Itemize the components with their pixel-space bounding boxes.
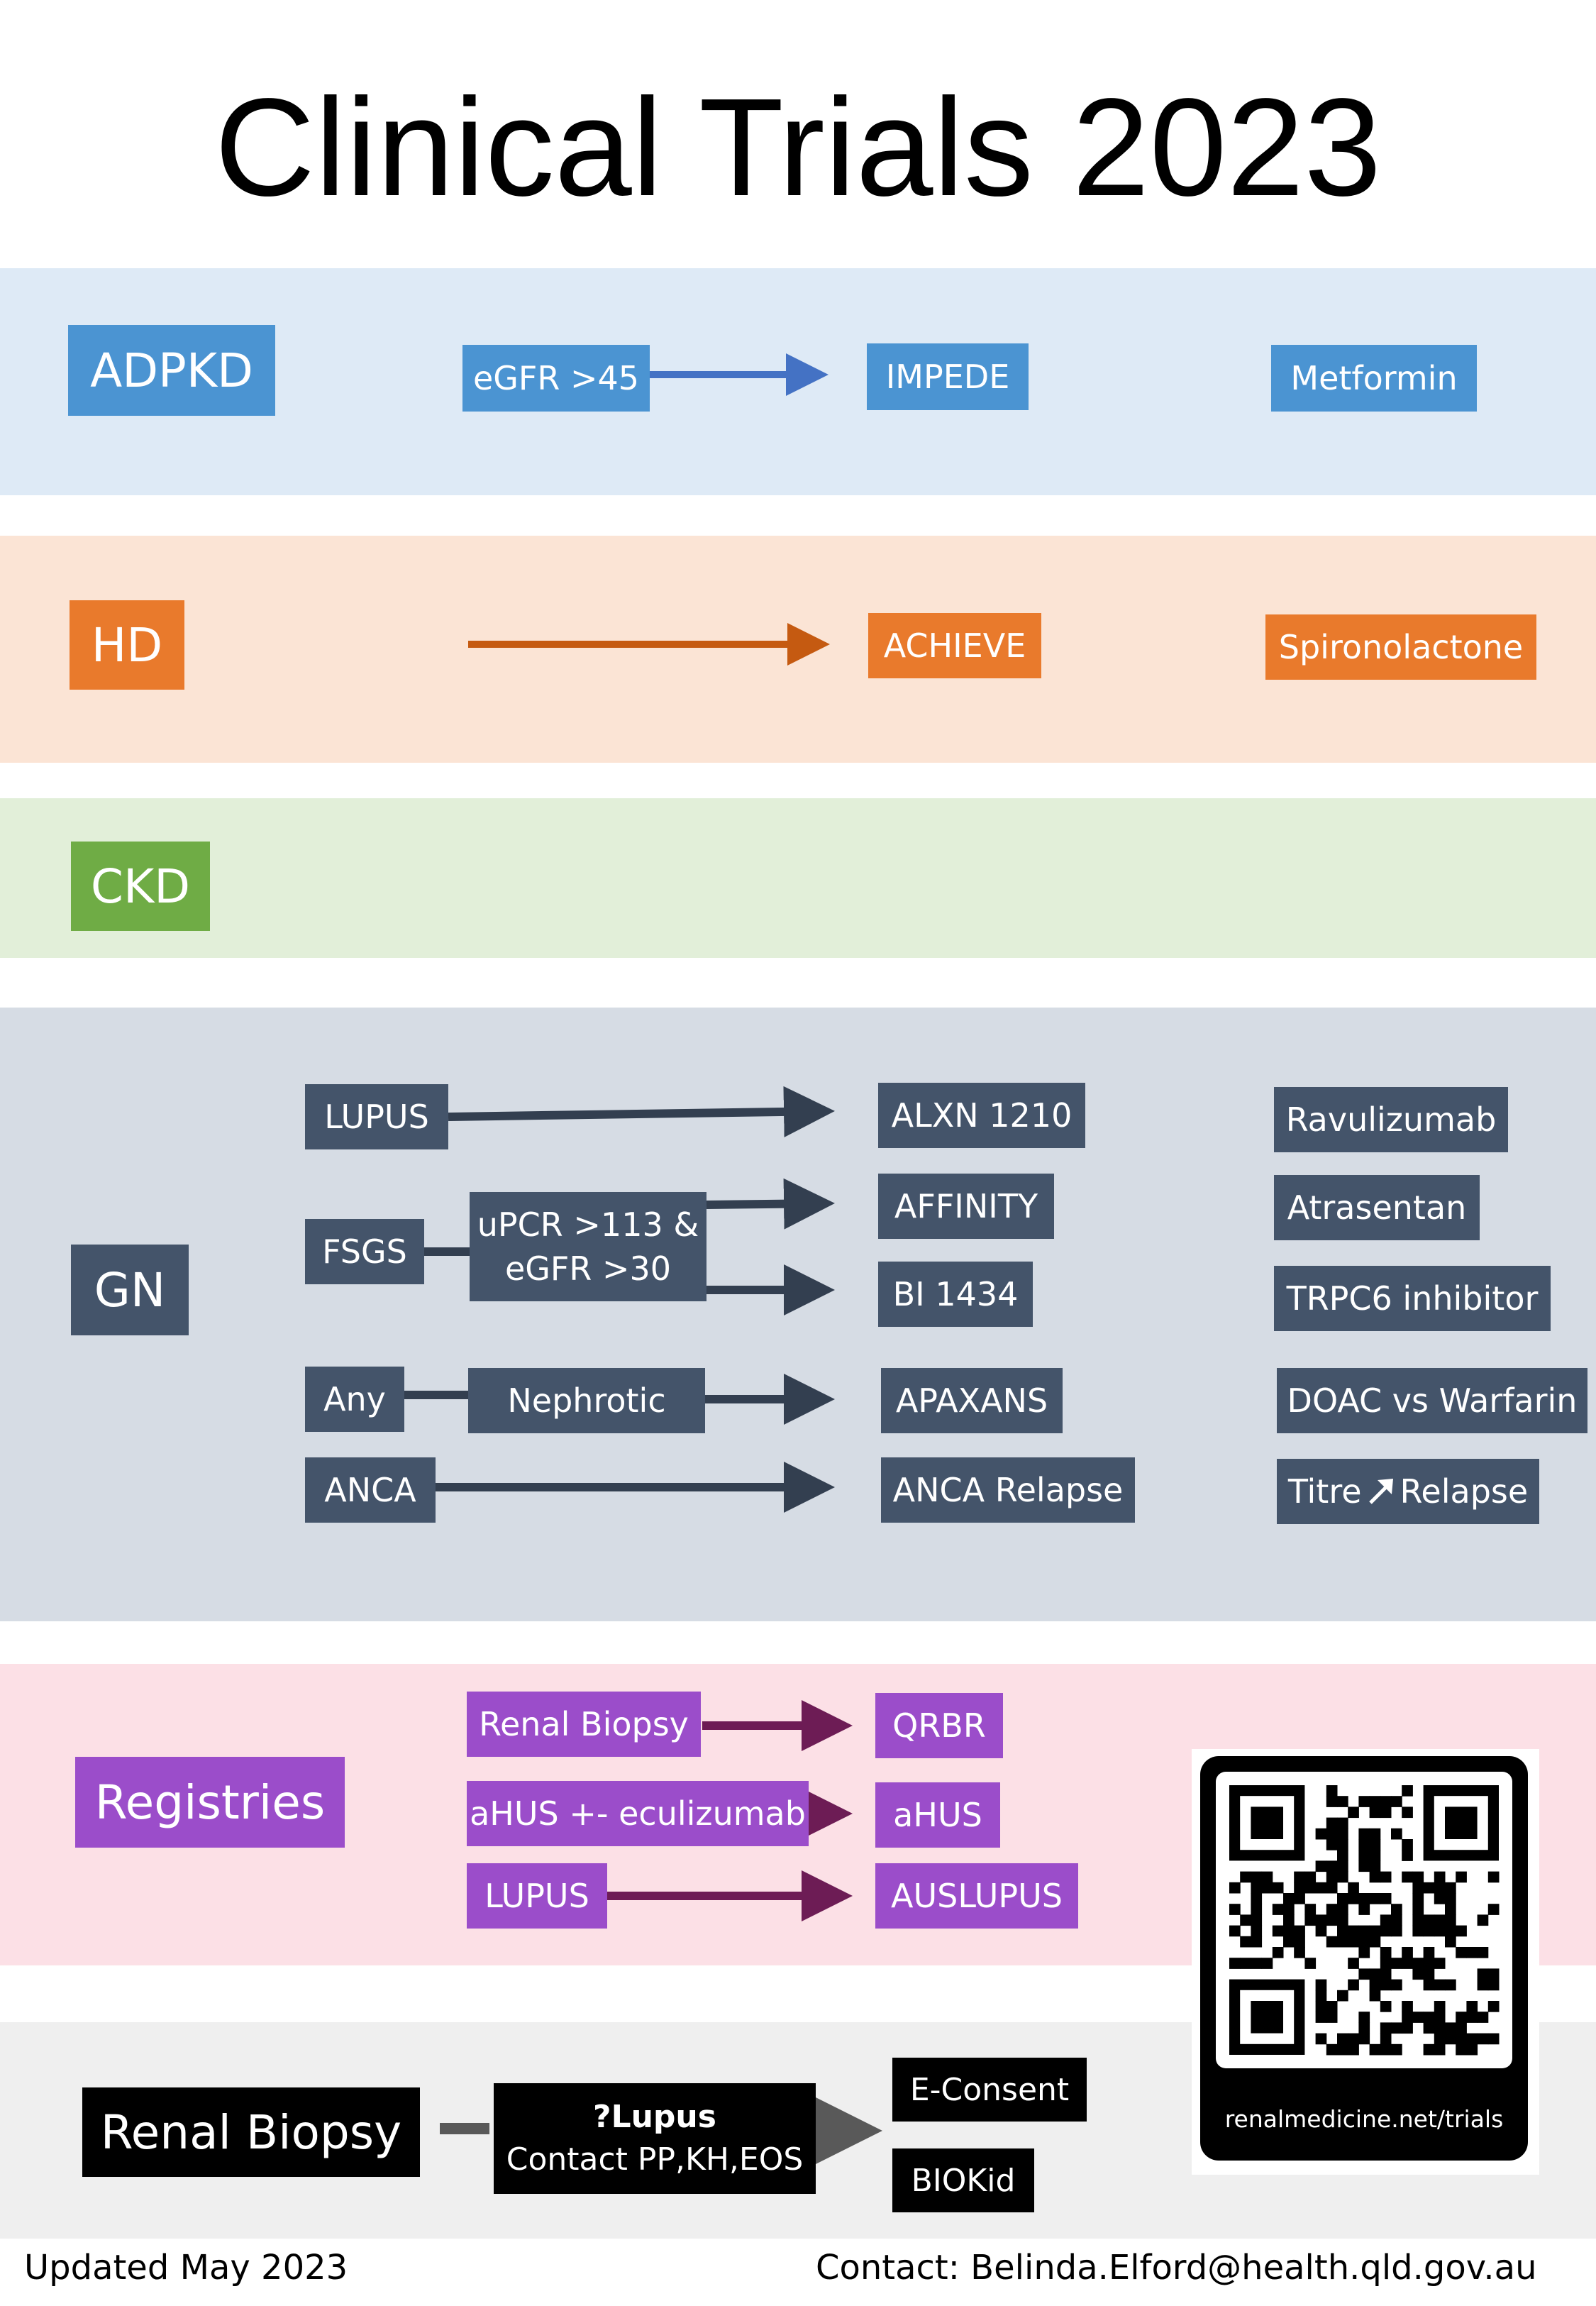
affinity-arrow xyxy=(706,1178,835,1230)
adpkd-category: ADPKD xyxy=(68,325,275,416)
atrasentan-drug: Atrasentan xyxy=(1274,1175,1480,1240)
lupus-contact-names: Contact PP,KH,EOS xyxy=(506,2141,804,2178)
apaxans-trial: APAXANS xyxy=(881,1368,1063,1433)
ravulizumab-drug: Ravulizumab xyxy=(1274,1087,1508,1152)
page-title: Clinical Trials 2023 xyxy=(214,70,1382,225)
anca-relapse-trial: ANCA Relapse xyxy=(881,1457,1135,1523)
renal-biopsy-label: Renal Biopsy xyxy=(82,2087,420,2177)
affinity-trial: AFFINITY xyxy=(878,1174,1054,1239)
registries-category: Registries xyxy=(75,1757,345,1848)
registry-lupus: LUPUS xyxy=(467,1863,607,1929)
achieve-trial: ACHIEVE xyxy=(868,613,1041,678)
trpc6-drug: TRPC6 inhibitor xyxy=(1274,1266,1551,1331)
titre-relapse-drug: Titre Relapse xyxy=(1277,1459,1539,1524)
qr-url[interactable]: renalmedicine.net/trials xyxy=(1224,2105,1504,2133)
ckd-band xyxy=(0,798,1596,958)
doac-drug: DOAC vs Warfarin xyxy=(1277,1368,1587,1433)
upcr-line-1: uPCR >113 & xyxy=(477,1206,699,1244)
registry-ahus-eculizumab: aHUS +- eculizumab xyxy=(467,1781,809,1846)
updated-date: Updated May 2023 xyxy=(24,2248,348,2288)
lupus-arrow xyxy=(448,1086,835,1137)
biokid-box: BIOKid xyxy=(892,2148,1034,2212)
gn-anca: ANCA xyxy=(305,1457,436,1523)
gn-any: Any xyxy=(305,1367,404,1432)
impede-trial: IMPEDE xyxy=(867,343,1029,410)
registry-auslupus: AUSLUPUS xyxy=(875,1863,1078,1929)
e-consent-box: E-Consent xyxy=(892,2058,1087,2122)
spironolactone-drug: Spironolactone xyxy=(1265,614,1536,680)
gn-fsgs: FSGS xyxy=(305,1219,424,1284)
titre-label: Titre xyxy=(1287,1472,1362,1511)
alxn-trial: ALXN 1210 xyxy=(878,1083,1085,1148)
bi1434-trial: BI 1434 xyxy=(878,1262,1033,1327)
arrow-up-right-icon xyxy=(1368,1479,1393,1504)
registry-qrbr: QRBR xyxy=(875,1693,1003,1758)
hd-category: HD xyxy=(70,600,184,690)
lupus-contact: ?Lupus Contact PP,KH,EOS xyxy=(494,2083,816,2194)
egfr-criterion: eGFR >45 xyxy=(462,345,650,412)
metformin-drug: Metformin xyxy=(1271,345,1477,412)
qr-code[interactable] xyxy=(1216,1772,1512,2068)
nephrotic-criterion: Nephrotic xyxy=(468,1368,705,1433)
ckd-category: CKD xyxy=(71,842,210,931)
qr-frame: renalmedicine.net/trials xyxy=(1200,1756,1528,2161)
registry-renal-biopsy: Renal Biopsy xyxy=(467,1692,701,1757)
registry-ahus: aHUS xyxy=(875,1782,1000,1848)
gn-category: GN xyxy=(71,1245,189,1335)
lupus-question: ?Lupus xyxy=(593,2099,716,2135)
gn-lupus: LUPUS xyxy=(305,1084,448,1149)
upcr-line-2: eGFR >30 xyxy=(504,1249,672,1288)
qr-code-graphic xyxy=(1229,1785,1500,2056)
qr-card: renalmedicine.net/trials xyxy=(1192,1749,1539,2175)
contact-email[interactable]: Contact: Belinda.Elford@health.qld.gov.a… xyxy=(816,2248,1537,2288)
upcr-criterion: uPCR >113 & eGFR >30 xyxy=(470,1192,706,1301)
relapse-label: Relapse xyxy=(1400,1472,1529,1511)
